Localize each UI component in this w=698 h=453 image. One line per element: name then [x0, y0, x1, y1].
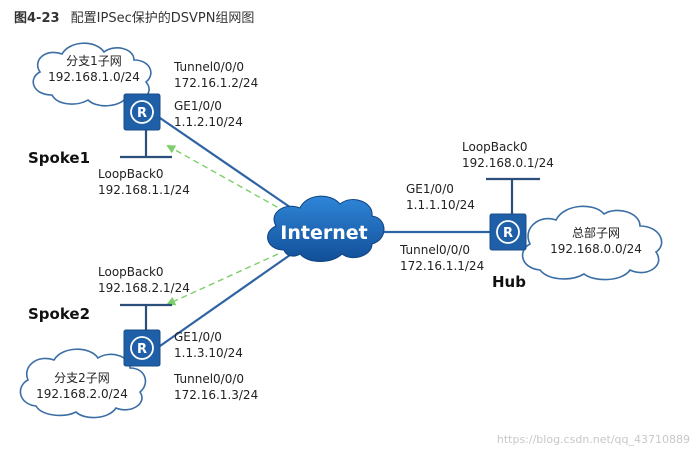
- hub-tunnel-ip: 172.16.1.1/24: [400, 259, 484, 273]
- hub-site-name: 总部子网: [572, 225, 620, 240]
- spoke2-loopback-if: LoopBack0: [98, 265, 164, 279]
- spoke1-name: Spoke1: [28, 149, 90, 167]
- link-spoke2-internet: [159, 247, 301, 347]
- spoke1-site-cloud-icon: [32, 42, 152, 107]
- spoke2-tunnel-ip: 172.16.1.3/24: [174, 388, 258, 402]
- internet-label: Internet: [280, 222, 367, 244]
- figure-title: 配置IPSec保护的DSVPN组网图: [71, 10, 255, 26]
- figure-number: 图4-23: [14, 11, 60, 26]
- watermark: https://blog.csdn.net/qq_43710889: [497, 433, 690, 446]
- spoke2-site-subnet: 192.168.2.0/24: [36, 387, 128, 401]
- tunnel-path-to-spoke2: [166, 253, 279, 306]
- router-glyph: R: [503, 226, 513, 241]
- hub-site-subnet: 192.168.0.0/24: [550, 242, 642, 256]
- hub-loopback-ip: 192.168.0.1/24: [462, 156, 554, 170]
- spoke1-loopback-if: LoopBack0: [98, 167, 164, 181]
- hub-router-icon[interactable]: R: [489, 213, 527, 251]
- hub-ge-ip: 1.1.1.10/24: [406, 198, 475, 212]
- hub-tunnel-if: Tunnel0/0/0: [399, 243, 470, 257]
- spoke2-ge-ip: 1.1.3.10/24: [174, 346, 243, 360]
- router-glyph: R: [137, 342, 147, 357]
- spoke1-site-subnet: 192.168.1.0/24: [48, 70, 140, 84]
- spoke2-name: Spoke2: [28, 305, 90, 323]
- spoke1-tunnel-if: Tunnel0/0/0: [173, 60, 244, 74]
- figure-caption: 图4-23 配置IPSec保护的DSVPN组网图: [14, 7, 254, 26]
- spoke2-loopback-ip: 192.168.2.1/24: [98, 281, 190, 295]
- hub-site-cloud-icon: [521, 205, 663, 281]
- link-spoke1-internet: [159, 117, 301, 215]
- tunnel-path-to-spoke1: [166, 145, 287, 213]
- spoke1-tunnel-ip: 172.16.1.2/24: [174, 76, 258, 90]
- hub-name: Hub: [492, 273, 526, 291]
- spoke1-router-icon[interactable]: R: [123, 93, 161, 131]
- hub-ge-if: GE1/0/0: [406, 182, 454, 196]
- spoke1-loopback-ip: 192.168.1.1/24: [98, 183, 190, 197]
- spoke1-site-name: 分支1子网: [66, 54, 122, 68]
- spoke2-site-name: 分支2子网: [54, 371, 110, 385]
- spoke2-tunnel-if: Tunnel0/0/0: [173, 372, 244, 386]
- spoke2-router-icon[interactable]: R: [123, 329, 161, 367]
- spoke2-site-cloud-icon: [19, 348, 147, 419]
- spoke1-ge-ip: 1.1.2.10/24: [174, 115, 243, 129]
- spoke1-ge-if: GE1/0/0: [174, 99, 222, 113]
- spoke2-ge-if: GE1/0/0: [174, 330, 222, 344]
- hub-loopback-if: LoopBack0: [462, 140, 528, 154]
- internet-cloud-icon: Internet: [267, 195, 385, 262]
- router-glyph: R: [137, 106, 147, 121]
